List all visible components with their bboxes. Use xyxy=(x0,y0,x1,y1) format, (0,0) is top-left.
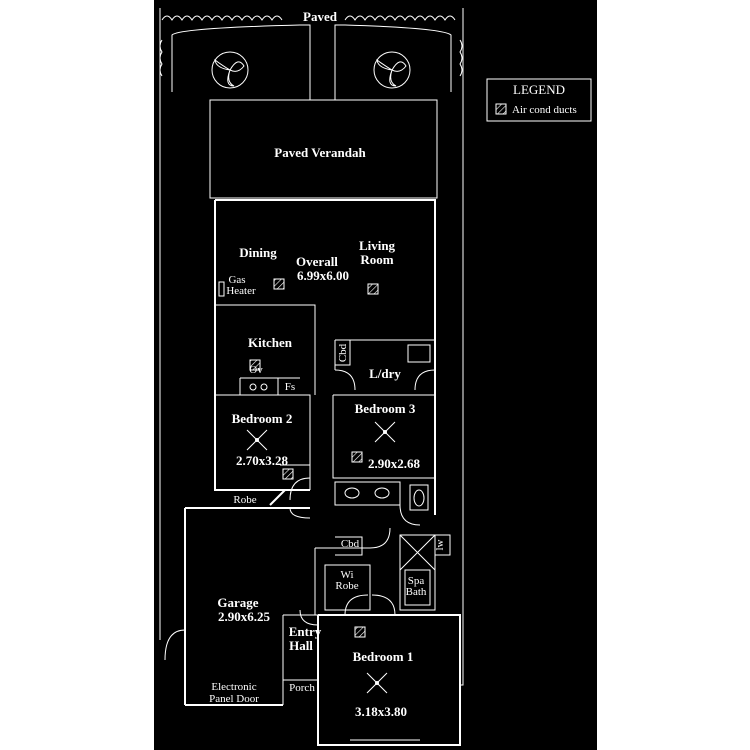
legend: LEGEND Air cond ducts xyxy=(486,78,592,122)
porch-label: Porch xyxy=(289,682,315,694)
fan-icon-bedroom2 xyxy=(246,429,268,451)
garage-label: Garage xyxy=(217,595,258,610)
legend-item-air-cond-ducts: Air cond ducts xyxy=(512,104,577,116)
oven-label: Ov xyxy=(249,364,263,376)
fridge-label: Fs xyxy=(285,381,295,393)
panel-door-line1: Electronic xyxy=(211,681,256,693)
cbd-laundry-label: Cbd xyxy=(337,343,349,362)
bedroom2-dims: 2.70x3.28 xyxy=(236,453,289,468)
air-duct-icon xyxy=(273,278,285,290)
cooktop-icon xyxy=(260,383,268,391)
tree-right-icon xyxy=(373,51,411,89)
air-duct-icon xyxy=(354,626,366,638)
robe-label: Robe xyxy=(233,494,256,506)
cooktop-icon xyxy=(249,383,257,391)
paved-label: Paved xyxy=(303,9,338,24)
gas-heater-line1: Gas xyxy=(228,274,245,286)
spa-bath-line1: Spa xyxy=(408,575,425,587)
legend-title: LEGEND xyxy=(513,82,565,97)
fan-icon-bedroom1 xyxy=(366,672,388,694)
tree-left-icon xyxy=(211,51,249,89)
air-duct-icon xyxy=(282,468,294,480)
air-duct-legend-icon xyxy=(495,103,507,115)
living-label-line2: Room xyxy=(360,252,393,267)
air-duct-icon xyxy=(351,451,363,463)
gas-heater-icon xyxy=(218,281,225,297)
panel-door-line2: Panel Door xyxy=(209,693,259,705)
entry-hall-line1: Entry xyxy=(289,624,322,639)
bedroom1-dims: 3.18x3.80 xyxy=(355,704,407,719)
kitchen-label: Kitchen xyxy=(248,335,293,350)
bedroom1-label: Bedroom 1 xyxy=(353,649,414,664)
spa-bath-line2: Bath xyxy=(406,586,427,598)
air-duct-icon xyxy=(249,359,261,371)
paved-verandah-area xyxy=(209,99,438,199)
plan-background xyxy=(154,0,597,750)
dining-label: Dining xyxy=(239,245,277,260)
garage-dims: 2.90x6.25 xyxy=(218,609,271,624)
bedroom3-dims: 2.90x2.68 xyxy=(368,456,421,471)
bedroom2-label: Bedroom 2 xyxy=(232,411,293,426)
house-walls xyxy=(164,199,461,746)
living-label-line1: Living xyxy=(359,238,396,253)
laundry-label: L/dry xyxy=(369,366,401,381)
bedroom3-label: Bedroom 3 xyxy=(355,401,416,416)
wc-label: lw xyxy=(434,539,446,550)
wi-robe-line1: Wi xyxy=(341,569,354,581)
entry-hall-line2: Hall xyxy=(289,638,313,653)
gas-heater-line2: Heater xyxy=(226,285,256,297)
fan-icon-bedroom3 xyxy=(374,421,396,443)
overall-dims: 6.99x6.00 xyxy=(297,268,349,283)
wi-robe-line2: Robe xyxy=(335,580,358,592)
overall-label: Overall xyxy=(296,254,338,269)
cbd-hall-label: Cbd xyxy=(341,538,360,550)
verandah-label: Paved Verandah xyxy=(274,145,366,160)
air-duct-icon xyxy=(367,283,379,295)
